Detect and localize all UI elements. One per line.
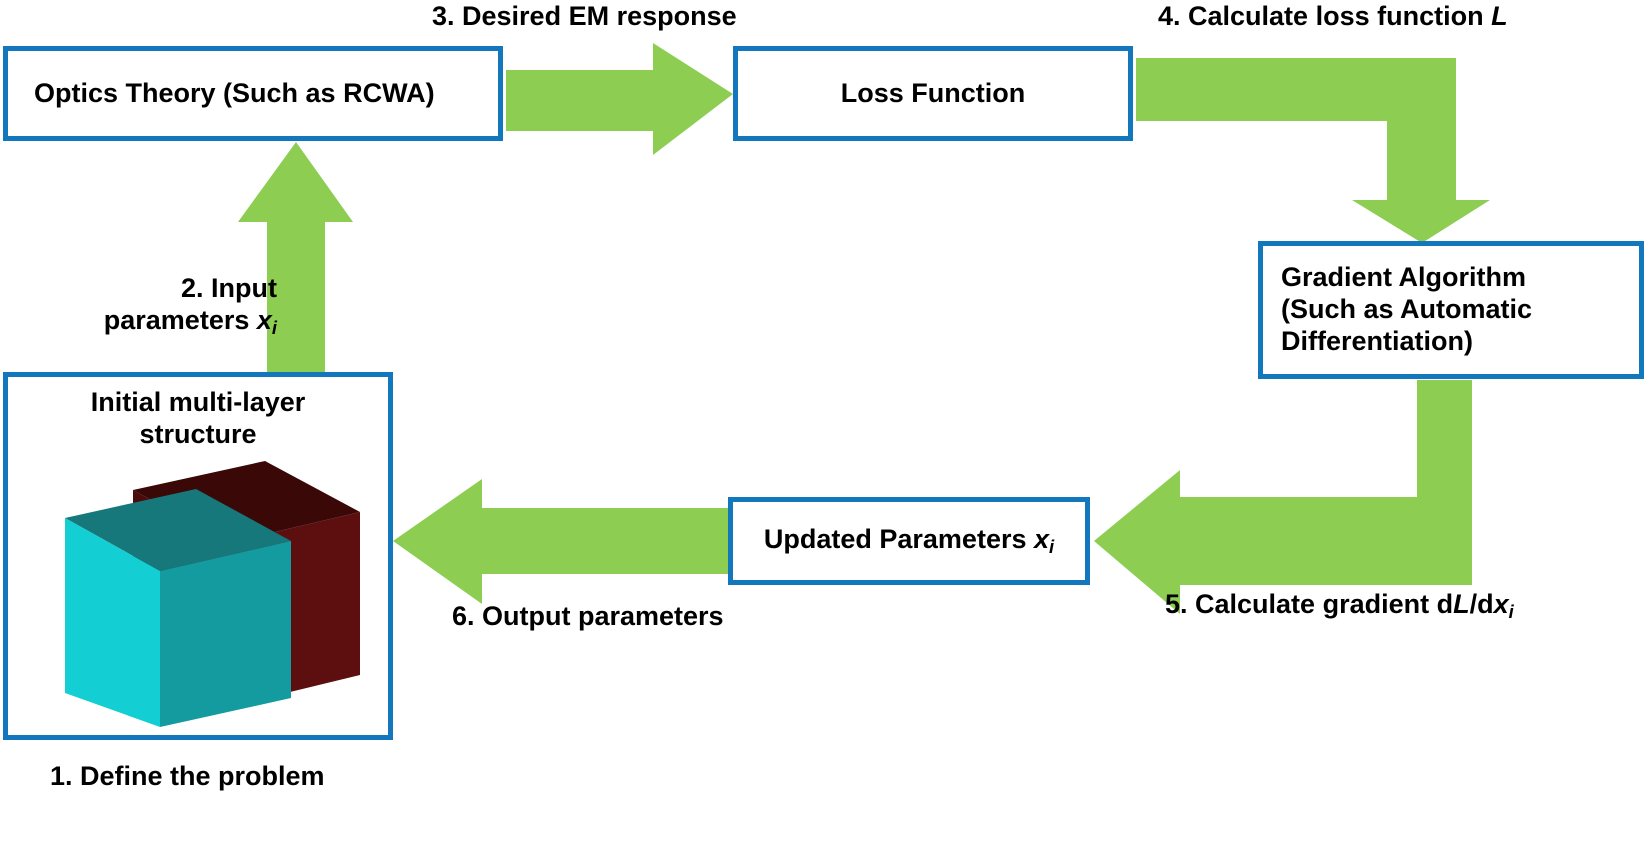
- box-updated-parameters[interactable]: Updated Parameters xi: [728, 497, 1090, 585]
- gradient-line-2: (Such as Automatic: [1281, 294, 1533, 325]
- box-gradient-algorithm[interactable]: Gradient Algorithm (Such as Automatic Di…: [1258, 241, 1644, 379]
- box-loss-function[interactable]: Loss Function: [733, 46, 1133, 141]
- caption-step-2-subscript: i: [271, 317, 277, 339]
- caption-step-1-text: 1. Define the problem: [50, 761, 325, 791]
- caption-step-4-text: 4. Calculate loss function: [1158, 1, 1492, 31]
- caption-step-5-variable-x: x: [1493, 589, 1509, 619]
- cube-front-side-face: [160, 541, 291, 727]
- cube-front-face: [65, 518, 160, 727]
- updated-parameters-subscript: i: [1049, 536, 1055, 558]
- gradient-line-1: Gradient Algorithm: [1281, 262, 1527, 293]
- gradient-line-3: Differentiation): [1281, 325, 1473, 356]
- caption-step-3: 3. Desired EM response: [432, 0, 737, 32]
- updated-parameters-text: Updated Parameters: [763, 524, 1034, 555]
- box-gradient-algorithm-label: Gradient Algorithm (Such as Automatic Di…: [1263, 262, 1639, 358]
- box-initial-structure[interactable]: Initial multi-layer structure: [3, 372, 393, 740]
- caption-step-5-text: 5. Calculate gradient d: [1165, 589, 1454, 619]
- caption-step-5: 5. Calculate gradient dL/dxi: [1165, 588, 1514, 623]
- arrow-loss-to-gradient: [1136, 58, 1490, 243]
- caption-step-3-text: 3. Desired EM response: [432, 1, 737, 31]
- caption-step-6-text: 6. Output parameters: [452, 601, 724, 631]
- cube-front-top-face: [65, 489, 291, 571]
- box-optics-theory[interactable]: Optics Theory (Such as RCWA): [3, 46, 503, 141]
- structure-title-line-2: structure: [139, 418, 257, 449]
- updated-parameters-variable: x: [1033, 524, 1050, 555]
- caption-step-5-variable-L: L: [1453, 589, 1470, 619]
- box-initial-structure-title: Initial multi-layer structure: [8, 387, 388, 450]
- caption-step-4: 4. Calculate loss function L: [1158, 0, 1508, 32]
- caption-step-6: 6. Output parameters: [452, 600, 724, 632]
- caption-step-2-line-2: parameters: [103, 305, 257, 336]
- arrow-optics-to-loss: [506, 43, 733, 155]
- caption-step-1: 1. Define the problem: [50, 760, 325, 792]
- box-updated-parameters-label: Updated Parameters xi: [733, 524, 1085, 558]
- box-loss-function-label: Loss Function: [840, 77, 1026, 108]
- caption-step-5-separator: /d: [1469, 589, 1494, 619]
- box-optics-theory-label: Optics Theory (Such as RCWA): [34, 77, 435, 108]
- structure-title-line-1: Initial multi-layer: [90, 387, 306, 417]
- arrow-gradient-to-updated: [1094, 380, 1472, 614]
- caption-step-5-subscript: i: [1508, 601, 1514, 623]
- multilayer-cube-illustration: [60, 455, 360, 727]
- arrow-updated-to-structure: [393, 479, 728, 604]
- cube-back-top-face: [133, 461, 360, 543]
- caption-step-2-line-1: 2. Input: [181, 273, 277, 303]
- caption-step-4-variable: L: [1491, 1, 1508, 31]
- caption-step-2-variable: x: [256, 305, 272, 336]
